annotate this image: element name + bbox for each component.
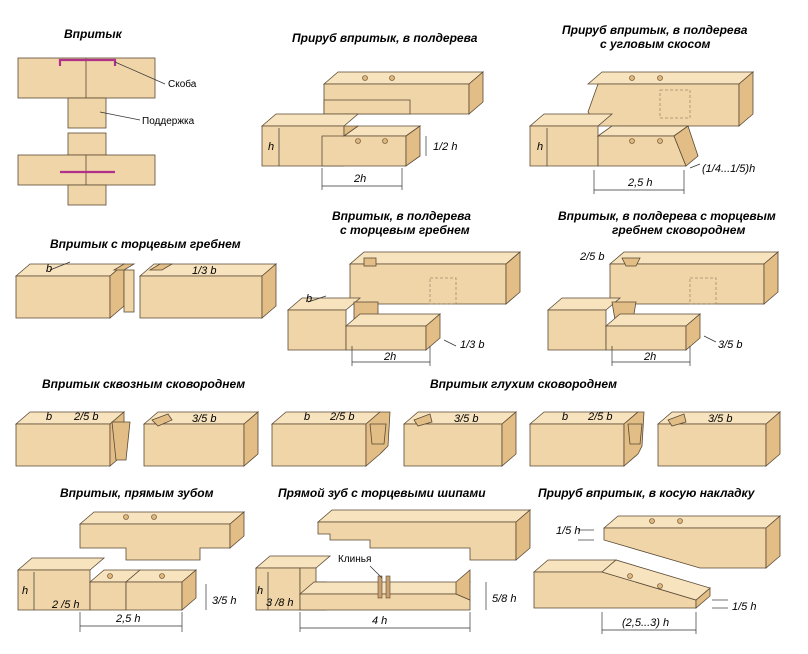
- panel-priruv-skos: Прируб впритык, в полдерева с угловым ск…: [528, 23, 755, 194]
- dim-b: b: [562, 411, 568, 423]
- support-post-bottom: [67, 184, 107, 206]
- dim-three-fifth-b: 3/5 b: [192, 413, 216, 425]
- dim-three-fifth-b: 3/5 b: [708, 413, 732, 425]
- dim-two-fifth-b: 2/5 b: [579, 251, 604, 263]
- dim-five-eighth-h: 5/8 h: [492, 593, 516, 605]
- panel-subtitle: гребнем сковороднем: [612, 223, 745, 237]
- label-skoba: Скоба: [168, 78, 197, 90]
- panel-title: Впритык с торцевым гребнем: [50, 237, 241, 251]
- dim-two-fifth-b: 2/5 b: [73, 411, 98, 423]
- panel-title: Впритык, в полдерева: [332, 209, 471, 223]
- panel-title: Впритык глухим сковороднем: [430, 377, 617, 391]
- dim-quarter-fifth-h: (1/4...1/5)h: [702, 163, 755, 175]
- dim-three-eighth-h: 3 /8 h: [266, 597, 294, 609]
- dim-half-h: 1/2 h: [433, 141, 457, 153]
- panel-title: Впритык: [64, 27, 123, 41]
- panel-kosaya-nakladka: Прируб впритык, в косую накладку 1/5 h 1…: [532, 486, 782, 634]
- dim-three-fifth-b: 3/5 b: [718, 339, 742, 351]
- panel-title: Впритык, прямым зубом: [60, 486, 214, 500]
- dim-h: h: [268, 141, 274, 153]
- dim-third-b: 1/3 b: [460, 339, 484, 351]
- support-post: [67, 97, 107, 129]
- panel-title: Впритык, в полдерева с торцевым: [558, 209, 776, 223]
- panel-title: Прямой зуб с торцевыми шипами: [278, 486, 486, 500]
- panel-vpritik-skovoroden: Впритык, в полдерева с торцевым гребнем …: [546, 209, 780, 366]
- panel-title: Впритык сквозным сковороднем: [42, 377, 245, 391]
- panel-title: Прируб впритык, в полдерева: [292, 31, 478, 45]
- panel-title: Прируб впритык, в полдерева: [562, 23, 748, 37]
- dim-h: h: [22, 585, 28, 597]
- panel-gluhoi-skovoroden: Впритык глухим сковороднем b 2/5 b 3/5 b…: [270, 377, 782, 467]
- dim-third-b: 1/3 b: [192, 265, 216, 277]
- dim-h: h: [537, 141, 543, 153]
- dim-three-fifth-h: 3/5 h: [212, 595, 236, 607]
- dim-2-5h: 2,5 h: [115, 613, 140, 625]
- log-horizontal-bottom: [17, 154, 156, 186]
- dim-b: b: [46, 263, 52, 275]
- panel-skvoznoi-skovoroden: Впритык сквозным сковороднем b 2/5 b 3/5…: [14, 377, 260, 467]
- panel-subtitle: с угловым скосом: [600, 37, 711, 51]
- dim-h: h: [257, 585, 263, 597]
- dim-b: b: [306, 293, 312, 305]
- dim-2h: 2h: [643, 351, 656, 363]
- dim-2h: 2h: [353, 173, 366, 185]
- dim-b: b: [46, 411, 52, 423]
- dim-fifth-h-bottom: 1/5 h: [732, 601, 756, 613]
- label-klinya: Клинья: [338, 554, 371, 565]
- panel-pryamoi-zub: Впритык, прямым зубом h 2 /5 h 3/5 h 2,5…: [16, 486, 246, 632]
- panel-vpritik: Впритык Скоба Поддержка: [17, 27, 197, 206]
- dim-4h: 4 h: [372, 615, 387, 627]
- dim-two-fifth-h: 2 /5 h: [51, 599, 80, 611]
- label-poddershka: Поддержка: [142, 116, 195, 127]
- panel-subtitle: с торцевым гребнем: [340, 223, 470, 237]
- log-horizontal-top: [17, 57, 156, 99]
- dim-2h: 2h: [383, 351, 396, 363]
- panel-vpritik-poldereva-greben: Впритык, в полдерева с торцевым гребнем …: [286, 209, 522, 366]
- support-post-lower: [67, 132, 107, 156]
- panel-title: Прируб впритык, в косую накладку: [538, 486, 756, 500]
- dim-2-5h: 2,5 h: [627, 177, 652, 189]
- dim-fifth-h-top: 1/5 h: [556, 525, 580, 537]
- dim-range-h: (2,5...3) h: [622, 617, 669, 629]
- dim-b: b: [304, 411, 310, 423]
- panel-vpritik-greben: Впритык с торцевым гребнем b 1/3 b: [14, 237, 278, 319]
- staple-top: [58, 58, 117, 66]
- dim-two-fifth-b: 2/5 b: [587, 411, 612, 423]
- dim-three-fifth-b: 3/5 b: [454, 413, 478, 425]
- panel-zub-shipy: Прямой зуб с торцевыми шипами Клинья h 3…: [254, 486, 532, 632]
- panel-priruv-poldereva: Прируб впритык, в полдерева h 1/2 h 2h: [260, 31, 485, 190]
- dim-two-fifth-b: 2/5 b: [329, 411, 354, 423]
